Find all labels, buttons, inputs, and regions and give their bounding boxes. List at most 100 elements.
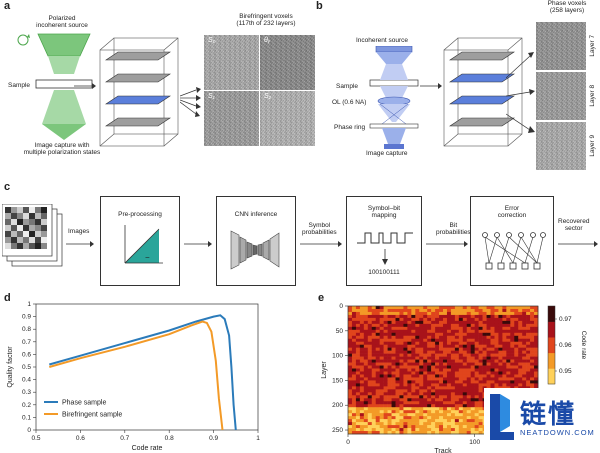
heatmap-cell bbox=[348, 389, 353, 393]
heatmap-cell bbox=[534, 323, 539, 328]
heatmap-cell bbox=[498, 374, 503, 378]
heatmap-cell bbox=[454, 320, 460, 325]
heatmap-cell bbox=[407, 398, 412, 402]
heatmap-cell bbox=[462, 311, 468, 316]
heatmap-cell bbox=[411, 416, 416, 420]
heatmap-cell bbox=[478, 314, 483, 319]
heatmap-cell bbox=[502, 347, 507, 351]
heatmap-cell bbox=[446, 374, 452, 378]
heatmap-cell bbox=[427, 314, 432, 319]
y-tick-label: 50 bbox=[336, 328, 344, 335]
heatmap-cell bbox=[399, 347, 404, 351]
heatmap-cell bbox=[435, 383, 440, 387]
heatmap-cell bbox=[383, 386, 388, 390]
heatmap-cell bbox=[518, 377, 523, 381]
heatmap-cell bbox=[435, 341, 440, 345]
heatmap-cell bbox=[431, 404, 436, 408]
heatmap-cell bbox=[470, 314, 475, 319]
heatmap-cell bbox=[407, 359, 412, 363]
heatmap-cell bbox=[494, 365, 499, 369]
heatmap-cell bbox=[478, 323, 483, 328]
heatmap-cell bbox=[387, 398, 392, 402]
heatmap-cell bbox=[494, 311, 499, 316]
heatmap-cell bbox=[439, 392, 444, 396]
heatmap-cell bbox=[486, 371, 491, 375]
heatmap-cell bbox=[371, 332, 377, 337]
heatmap-cell bbox=[474, 338, 479, 343]
heatmap-cell bbox=[411, 431, 416, 435]
heatmap-cell bbox=[526, 350, 531, 354]
heatmap-cell bbox=[510, 353, 515, 357]
heatmap-cell bbox=[443, 335, 448, 340]
heatmap-cell bbox=[506, 344, 511, 348]
heatmap-cell bbox=[466, 323, 472, 328]
heatmap-cell bbox=[458, 374, 464, 378]
heatmap-cell bbox=[502, 335, 507, 340]
heatmap-cell bbox=[359, 332, 365, 337]
heatmap-cell bbox=[407, 395, 412, 399]
heatmap-cell bbox=[367, 335, 373, 340]
heatmap-cell bbox=[482, 320, 487, 325]
heatmap-cell bbox=[411, 368, 416, 372]
heatmap-cell bbox=[514, 314, 519, 319]
heatmap-cell bbox=[466, 371, 472, 375]
y-tick-label: 0.8 bbox=[22, 326, 31, 333]
heatmap-cell bbox=[355, 398, 361, 402]
heatmap-cell bbox=[450, 359, 456, 363]
heatmap-cell bbox=[359, 380, 365, 384]
heatmap-cell bbox=[494, 344, 499, 348]
heatmap-cell bbox=[427, 422, 432, 426]
heatmap-cell bbox=[419, 344, 424, 348]
heatmap-cell bbox=[371, 344, 377, 348]
heatmap-cell bbox=[534, 365, 539, 369]
heatmap-cell bbox=[391, 413, 396, 417]
heatmap-cell bbox=[355, 308, 361, 313]
heatmap-cell bbox=[490, 320, 495, 325]
heatmap-cell bbox=[510, 329, 515, 334]
step-error-correction: Error correction bbox=[470, 196, 554, 286]
heatmap-cell bbox=[506, 308, 511, 313]
heatmap-cell bbox=[371, 410, 377, 414]
heatmap-cell bbox=[387, 306, 392, 310]
heatmap-cell bbox=[395, 329, 400, 334]
heatmap-cell bbox=[454, 306, 460, 310]
heatmap-cell bbox=[351, 335, 357, 340]
heatmap-cell bbox=[506, 335, 511, 340]
heatmap-cell bbox=[383, 425, 388, 429]
heatmap-cell bbox=[351, 419, 357, 423]
heatmap-cell bbox=[450, 371, 456, 375]
heatmap-cell bbox=[399, 371, 404, 375]
heatmap-cell bbox=[458, 350, 464, 354]
heatmap-cell bbox=[474, 356, 479, 360]
heatmap-cell bbox=[375, 419, 380, 423]
heatmap-cell bbox=[351, 356, 357, 360]
heatmap-cell bbox=[383, 317, 388, 322]
heatmap-cell bbox=[482, 359, 487, 363]
heatmap-cell bbox=[367, 425, 373, 429]
heatmap-cell bbox=[363, 419, 369, 423]
heatmap-cell bbox=[375, 350, 380, 354]
heatmap-cell bbox=[371, 422, 377, 426]
heatmap-cell bbox=[395, 383, 400, 387]
heatmap-cell bbox=[371, 383, 377, 387]
voxel-label: S₁ bbox=[208, 93, 215, 100]
heatmap-cell bbox=[518, 383, 523, 387]
heatmap-cell bbox=[363, 386, 369, 390]
heatmap-cell bbox=[387, 425, 392, 429]
heatmap-cell bbox=[399, 356, 404, 360]
heatmap-cell bbox=[530, 359, 535, 363]
heatmap-cell bbox=[399, 425, 404, 429]
heatmap-cell bbox=[454, 329, 460, 334]
heatmap-cell bbox=[427, 353, 432, 357]
heatmap-cell bbox=[443, 344, 448, 348]
heatmap-cell bbox=[470, 404, 475, 408]
heatmap-cell bbox=[351, 341, 357, 345]
factor-graph-icon bbox=[482, 232, 546, 270]
heatmap-cell bbox=[530, 356, 535, 360]
heatmap-cell bbox=[446, 317, 452, 322]
heatmap-cell bbox=[490, 368, 495, 372]
heatmap-cell bbox=[367, 356, 373, 360]
heatmap-cell bbox=[431, 380, 436, 384]
heatmap-cell bbox=[407, 326, 412, 331]
heatmap-cell bbox=[359, 410, 365, 414]
